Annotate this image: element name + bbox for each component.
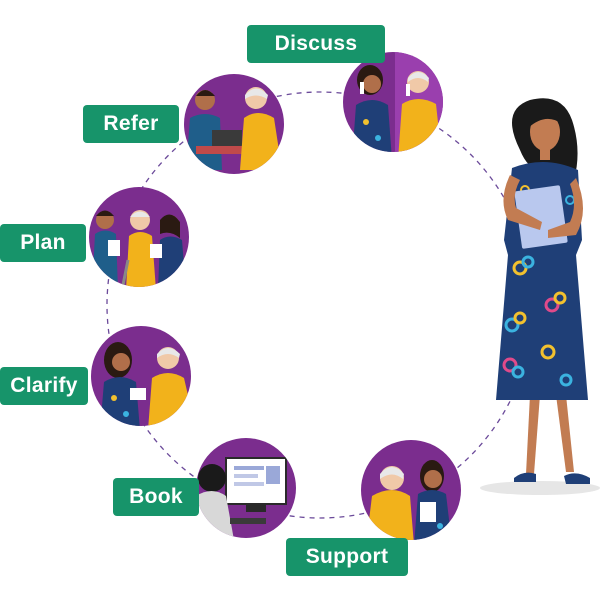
- step-label-clarify[interactable]: Clarify: [0, 367, 88, 405]
- plan-illustration: [89, 187, 189, 287]
- support-illustration: [361, 440, 461, 540]
- step-label-book[interactable]: Book: [113, 478, 199, 516]
- cycle-loop: [106, 91, 534, 519]
- clarify-illustration: [91, 326, 191, 426]
- book-illustration: [196, 438, 296, 538]
- step-label-discuss[interactable]: Discuss: [247, 25, 385, 63]
- step-label-refer[interactable]: Refer: [83, 105, 179, 143]
- step-label-support[interactable]: Support: [286, 538, 408, 576]
- refer-illustration: [184, 74, 284, 174]
- standing-woman-illustration: [480, 98, 600, 495]
- discuss-illustration: [343, 52, 443, 152]
- step-label-plan[interactable]: Plan: [0, 224, 86, 262]
